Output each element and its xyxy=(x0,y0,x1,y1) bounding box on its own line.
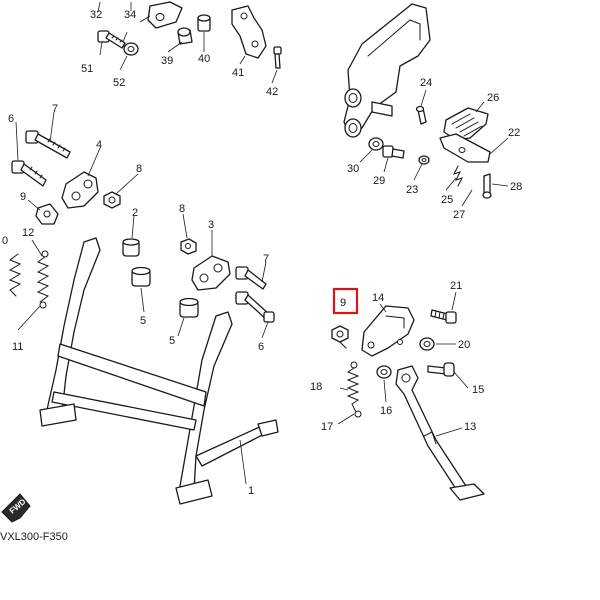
callout-18: 18 xyxy=(310,381,322,393)
callout-8-right: 8 xyxy=(179,203,185,215)
callout-12: 12 xyxy=(22,227,34,239)
callout-51: 51 xyxy=(81,63,93,75)
callout-23: 23 xyxy=(406,184,418,196)
part-spring-10[interactable] xyxy=(8,253,22,297)
callout-39: 39 xyxy=(161,55,173,67)
part-bolt-29[interactable] xyxy=(382,145,405,159)
part-washer-20[interactable] xyxy=(419,337,435,351)
part-bushing-39[interactable] xyxy=(177,27,193,45)
top-right-cluster: 24 26 22 30 29 23 25 27 28 xyxy=(343,3,522,221)
callout-42: 42 xyxy=(266,86,278,98)
highlight-box: 9 xyxy=(332,287,359,315)
callout-6-top: 6 xyxy=(8,113,14,125)
callout-8-left: 8 xyxy=(136,163,142,175)
part-plate-9-left[interactable] xyxy=(35,203,59,225)
part-nut-8-left[interactable] xyxy=(103,191,121,209)
callout-6-right: 6 xyxy=(258,341,264,353)
part-side-stand-13[interactable] xyxy=(395,365,485,501)
fwd-arrow-icon: FWD xyxy=(1,493,31,523)
callout-11: 11 xyxy=(12,341,23,353)
top-left-cluster: 32 34 51 52 39 40 41 42 xyxy=(81,1,282,98)
part-spring-18[interactable] xyxy=(346,361,362,418)
callout-1: 1 xyxy=(248,485,254,497)
callout-15: 15 xyxy=(472,384,484,396)
callout-20: 20 xyxy=(458,339,470,351)
callout-7-right: 7 xyxy=(263,253,269,265)
callout-10: 0 xyxy=(2,235,8,247)
callout-30: 30 xyxy=(347,163,359,175)
callout-25: 25 xyxy=(441,194,453,206)
callout-14: 14 xyxy=(372,292,384,304)
part-bracket-34[interactable] xyxy=(147,1,183,29)
part-bolt-6-top[interactable] xyxy=(11,160,47,187)
callout-16: 16 xyxy=(380,405,392,417)
callout-29: 29 xyxy=(373,175,385,187)
part-nut-8-right[interactable] xyxy=(180,238,197,255)
part-collar-5-lower[interactable] xyxy=(179,297,199,318)
part-washer-52[interactable] xyxy=(123,42,139,56)
part-plate-41[interactable] xyxy=(231,5,267,59)
part-washer-30[interactable] xyxy=(368,137,384,151)
part-bolt-7-right[interactable] xyxy=(235,266,267,290)
part-bolt-15[interactable] xyxy=(427,362,455,377)
callout-5-left: 5 xyxy=(140,315,146,327)
callout-7-top: 7 xyxy=(52,103,58,115)
part-pin-28[interactable] xyxy=(482,173,492,199)
callout-52: 52 xyxy=(113,77,125,89)
callout-17: 17 xyxy=(321,421,333,433)
left-cluster: 7 6 4 8 9 2 8 3 12 0 11 7 5 5 6 1 xyxy=(2,103,279,505)
callout-24: 24 xyxy=(420,77,432,89)
part-bracket-14[interactable] xyxy=(361,305,415,357)
callout-3: 3 xyxy=(208,219,214,231)
callout-5-lower: 5 xyxy=(169,335,175,347)
part-bolt-51[interactable] xyxy=(97,30,126,49)
callout-2: 2 xyxy=(132,207,138,219)
callout-34: 34 xyxy=(124,9,136,21)
callout-21: 21 xyxy=(450,280,462,292)
callout-41: 41 xyxy=(232,67,244,79)
callout-28: 28 xyxy=(510,181,522,193)
part-bolt-6-right[interactable] xyxy=(235,291,275,323)
part-bracket-3[interactable] xyxy=(191,255,231,291)
callout-26: 26 xyxy=(487,92,499,104)
part-bolt-21[interactable] xyxy=(430,309,457,324)
part-washer-23[interactable] xyxy=(418,155,430,165)
part-nut-19[interactable] xyxy=(331,325,349,349)
callout-27: 27 xyxy=(453,209,465,221)
part-pin-24[interactable] xyxy=(415,105,427,125)
part-bushing-2[interactable] xyxy=(122,238,140,257)
callout-40: 40 xyxy=(198,53,210,65)
part-footpeg-26[interactable] xyxy=(443,107,489,141)
part-screw-42[interactable] xyxy=(273,46,282,69)
part-footpeg-22[interactable] xyxy=(439,133,491,163)
part-bracket-4[interactable] xyxy=(61,171,99,209)
right-cluster: 14 21 20 18 15 16 17 13 xyxy=(310,280,485,501)
part-center-stand-1[interactable] xyxy=(39,237,279,505)
part-collar-16[interactable] xyxy=(376,365,392,379)
part-spring-12[interactable] xyxy=(36,250,50,309)
callout-22: 22 xyxy=(508,127,520,139)
part-spring-25[interactable] xyxy=(453,165,463,187)
callout-9-left: 9 xyxy=(20,191,26,203)
callout-32: 32 xyxy=(90,9,102,21)
callout-13: 13 xyxy=(464,421,476,433)
part-collar-5-left[interactable] xyxy=(131,266,151,287)
part-bolt-7-top[interactable] xyxy=(25,130,71,159)
diagram-caption: VXL300-F350 xyxy=(0,531,68,543)
part-footrest-bracket[interactable] xyxy=(343,3,431,138)
callout-19: 9 xyxy=(340,297,346,309)
part-collar-40[interactable] xyxy=(197,14,211,32)
callout-4: 4 xyxy=(96,139,102,151)
